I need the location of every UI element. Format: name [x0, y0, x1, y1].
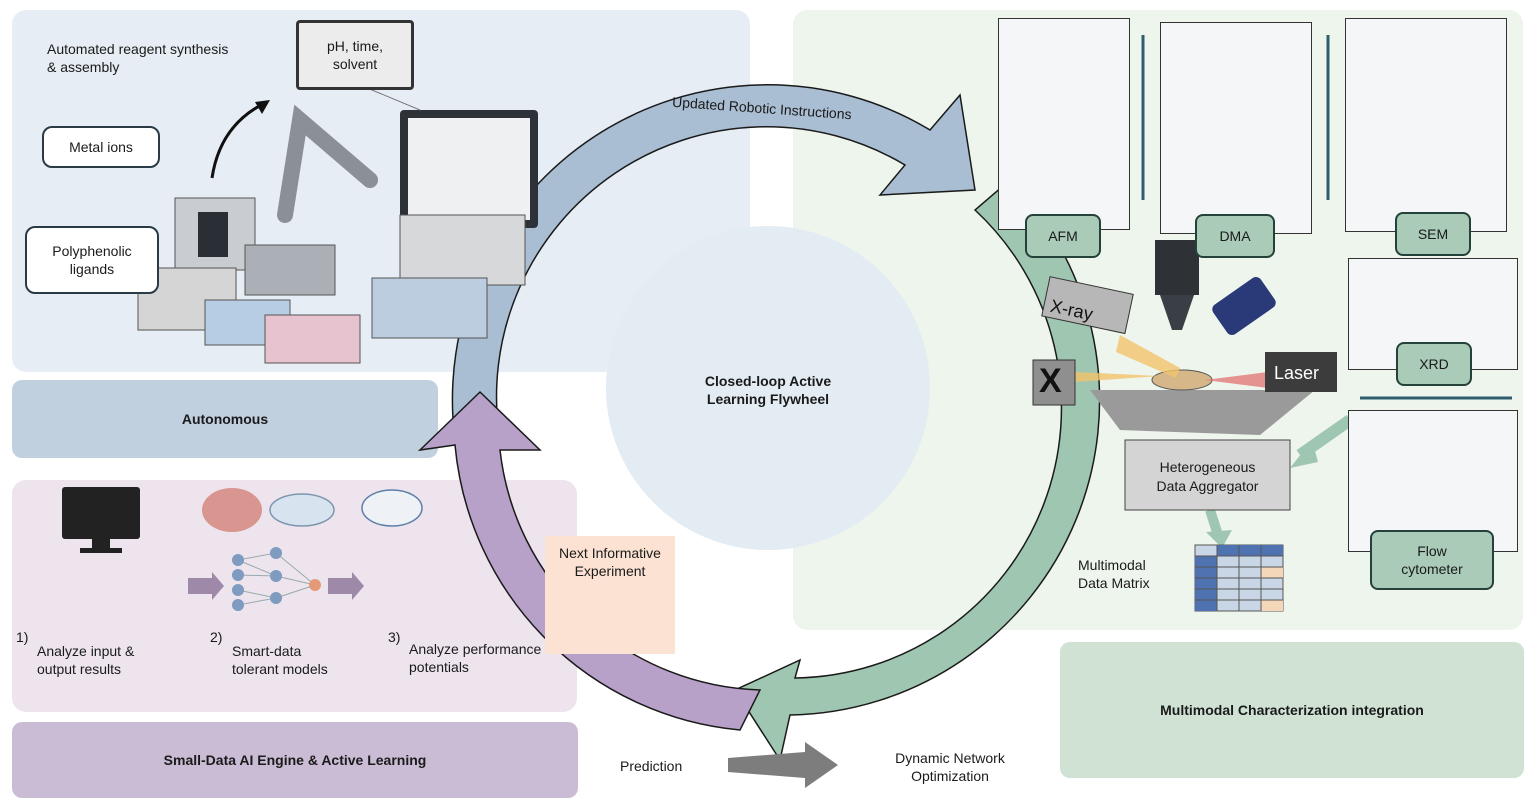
xray-beam — [1116, 335, 1180, 378]
step1-number: 1) — [16, 629, 29, 645]
sample-stage-plate — [1090, 390, 1315, 435]
xray-source — [1041, 276, 1134, 335]
step2-label: Smart-data tolerant models — [232, 643, 328, 677]
afm-label: AFM — [1025, 214, 1101, 258]
aggregator-box — [1124, 439, 1291, 511]
robot-arm — [277, 104, 378, 223]
reactor-array — [371, 277, 488, 339]
x-label: X — [1039, 362, 1062, 400]
lab-monitor-screen — [408, 118, 530, 220]
dma-label: DMA — [1195, 214, 1275, 258]
camera-detector — [1212, 276, 1276, 336]
step1-label: Analyze input & output results — [37, 643, 135, 677]
step3-label: Analyze performance potentials — [409, 641, 542, 675]
synthesis-arrowhead — [255, 100, 270, 114]
x-source — [1032, 359, 1076, 406]
prediction-arrow — [728, 742, 838, 788]
xrd-label: XRD — [1396, 342, 1472, 386]
plate-pink — [264, 314, 361, 364]
laser-beam — [1205, 372, 1268, 388]
data-matrix-label: Multimodal Data Matrix — [1078, 557, 1150, 591]
monitor-icon — [62, 487, 140, 539]
callout-box: pH, time, solvent — [296, 20, 414, 90]
neural-network-icon — [237, 552, 316, 606]
pump-body — [198, 212, 228, 257]
x-beam — [1075, 372, 1160, 382]
next-experiment-box: Next Informative Experiment — [545, 536, 675, 654]
synthesis-label: Automated reagent synthesis & assembly — [47, 41, 229, 75]
metal-ions-label: Metal ions — [42, 126, 160, 168]
brain-icon — [202, 488, 262, 532]
dma-image — [1160, 22, 1312, 234]
flow-cytometer-label: Flow cytometer — [1370, 530, 1494, 590]
flywheel-center-label: Closed-loop Active Learning Flywheel — [704, 373, 832, 407]
matrix-arrowhead — [1206, 530, 1232, 548]
polyphenolic-label: Polyphenolic ligands — [25, 226, 159, 294]
cloud-icon — [269, 493, 335, 527]
monitor-stand — [92, 539, 110, 549]
characterization-title: Multimodal Characterization integration — [1060, 642, 1524, 778]
controller-stack — [399, 214, 526, 286]
sem-image — [1345, 18, 1507, 232]
aggregator-to-matrix-arrow — [1205, 508, 1223, 537]
synthesis-arrow — [210, 101, 266, 179]
step3-number: 3) — [388, 629, 401, 645]
next-experiment-arrow — [417, 390, 762, 731]
objective-tip — [1160, 295, 1194, 330]
laser-label: Laser — [1274, 363, 1320, 383]
dynamic-optimization-label: Dynamic Network Optimization — [895, 750, 1005, 784]
sample-holder — [1151, 369, 1213, 391]
monitor-base — [80, 548, 122, 553]
well-plate — [244, 244, 336, 296]
autonomous-title: Autonomous — [12, 380, 438, 458]
microscope-objective — [1155, 240, 1199, 295]
step2-number: 2) — [210, 629, 223, 645]
data-matrix-icon — [1194, 544, 1284, 612]
flywheel-center-disk — [606, 226, 930, 550]
aggregator-label: Heterogeneous Data Aggregator — [1156, 459, 1259, 494]
laser-source — [1265, 352, 1337, 392]
prediction-label: Prediction — [620, 758, 683, 774]
sem-label: SEM — [1395, 212, 1471, 256]
ai-engine-title: Small-Data AI Engine & Active Learning — [12, 722, 578, 798]
flow-arrowhead — [1290, 440, 1318, 468]
ai-arrow-2 — [328, 572, 364, 600]
afm-image — [998, 18, 1130, 230]
formula-icon — [361, 489, 423, 527]
neural-output-node — [309, 579, 321, 591]
ai-arrow-1 — [188, 572, 224, 600]
neural-nodes — [232, 547, 282, 611]
